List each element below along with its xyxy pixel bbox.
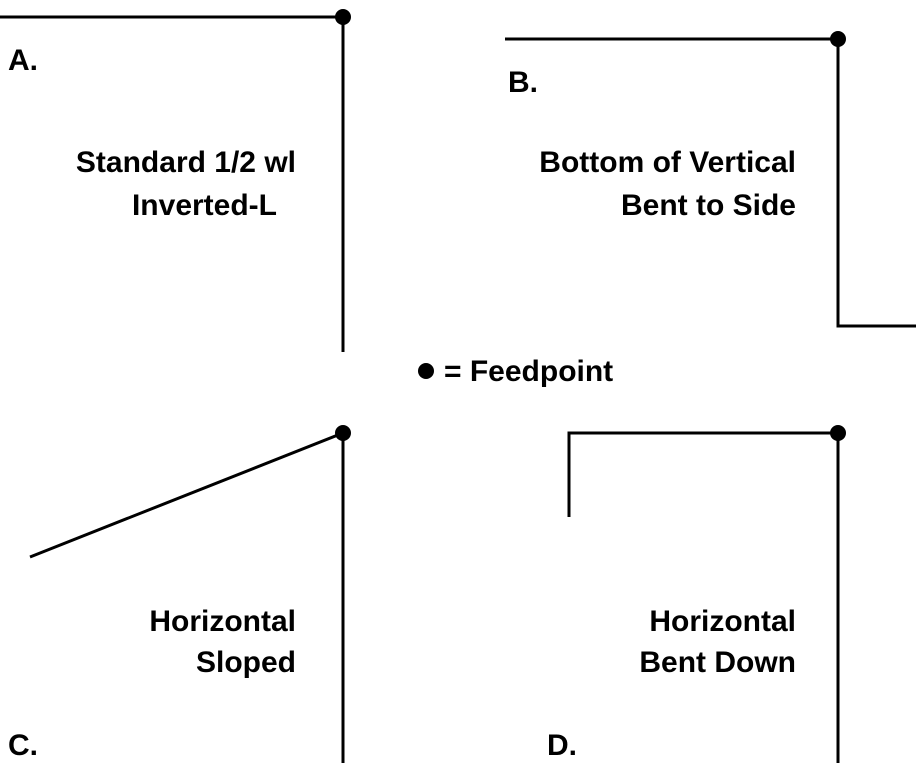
panel-c-antenna-wire: [29, 430, 345, 763]
panel-b-feedpoint-icon: [830, 31, 846, 47]
filled-dot-icon: [418, 363, 434, 379]
panel-a-caption-line-2: Inverted-L: [132, 189, 277, 222]
panel-d-caption-line-2: Bent Down: [639, 646, 796, 679]
panel-a-feedpoint-icon: [335, 9, 351, 25]
legend-text: = Feedpoint: [444, 355, 613, 388]
panel-c-feedpoint-icon: [335, 425, 351, 441]
panel-b-caption-line-2: Bent to Side: [621, 189, 796, 222]
panel-d-antenna-wire: [567, 431, 840, 763]
panel-d-feedpoint-icon: [830, 425, 846, 441]
panel-d: D. Horizontal Bent Down: [547, 425, 846, 763]
panel-c-letter: C.: [8, 729, 38, 762]
panel-a-antenna-wire: [0, 15, 345, 352]
panel-d-caption-line-1: Horizontal: [649, 605, 796, 638]
panel-a-letter: A.: [8, 44, 38, 77]
panel-b-antenna-wire: [505, 37, 916, 328]
feedpoint-legend: = Feedpoint: [418, 355, 613, 388]
panel-d-letter: D.: [547, 729, 577, 762]
panel-a-caption-line-1: Standard 1/2 wl: [76, 146, 296, 179]
panel-c-caption-line-1: Horizontal: [149, 605, 296, 638]
panel-b-letter: B.: [508, 66, 538, 99]
panel-b: B. Bottom of Vertical Bent to Side: [505, 31, 916, 328]
panel-c: C. Horizontal Sloped: [8, 425, 351, 763]
panel-a: A. Standard 1/2 wl Inverted-L: [0, 9, 351, 352]
panel-b-caption-line-1: Bottom of Vertical: [539, 146, 796, 179]
panel-c-caption-line-2: Sloped: [196, 646, 296, 679]
